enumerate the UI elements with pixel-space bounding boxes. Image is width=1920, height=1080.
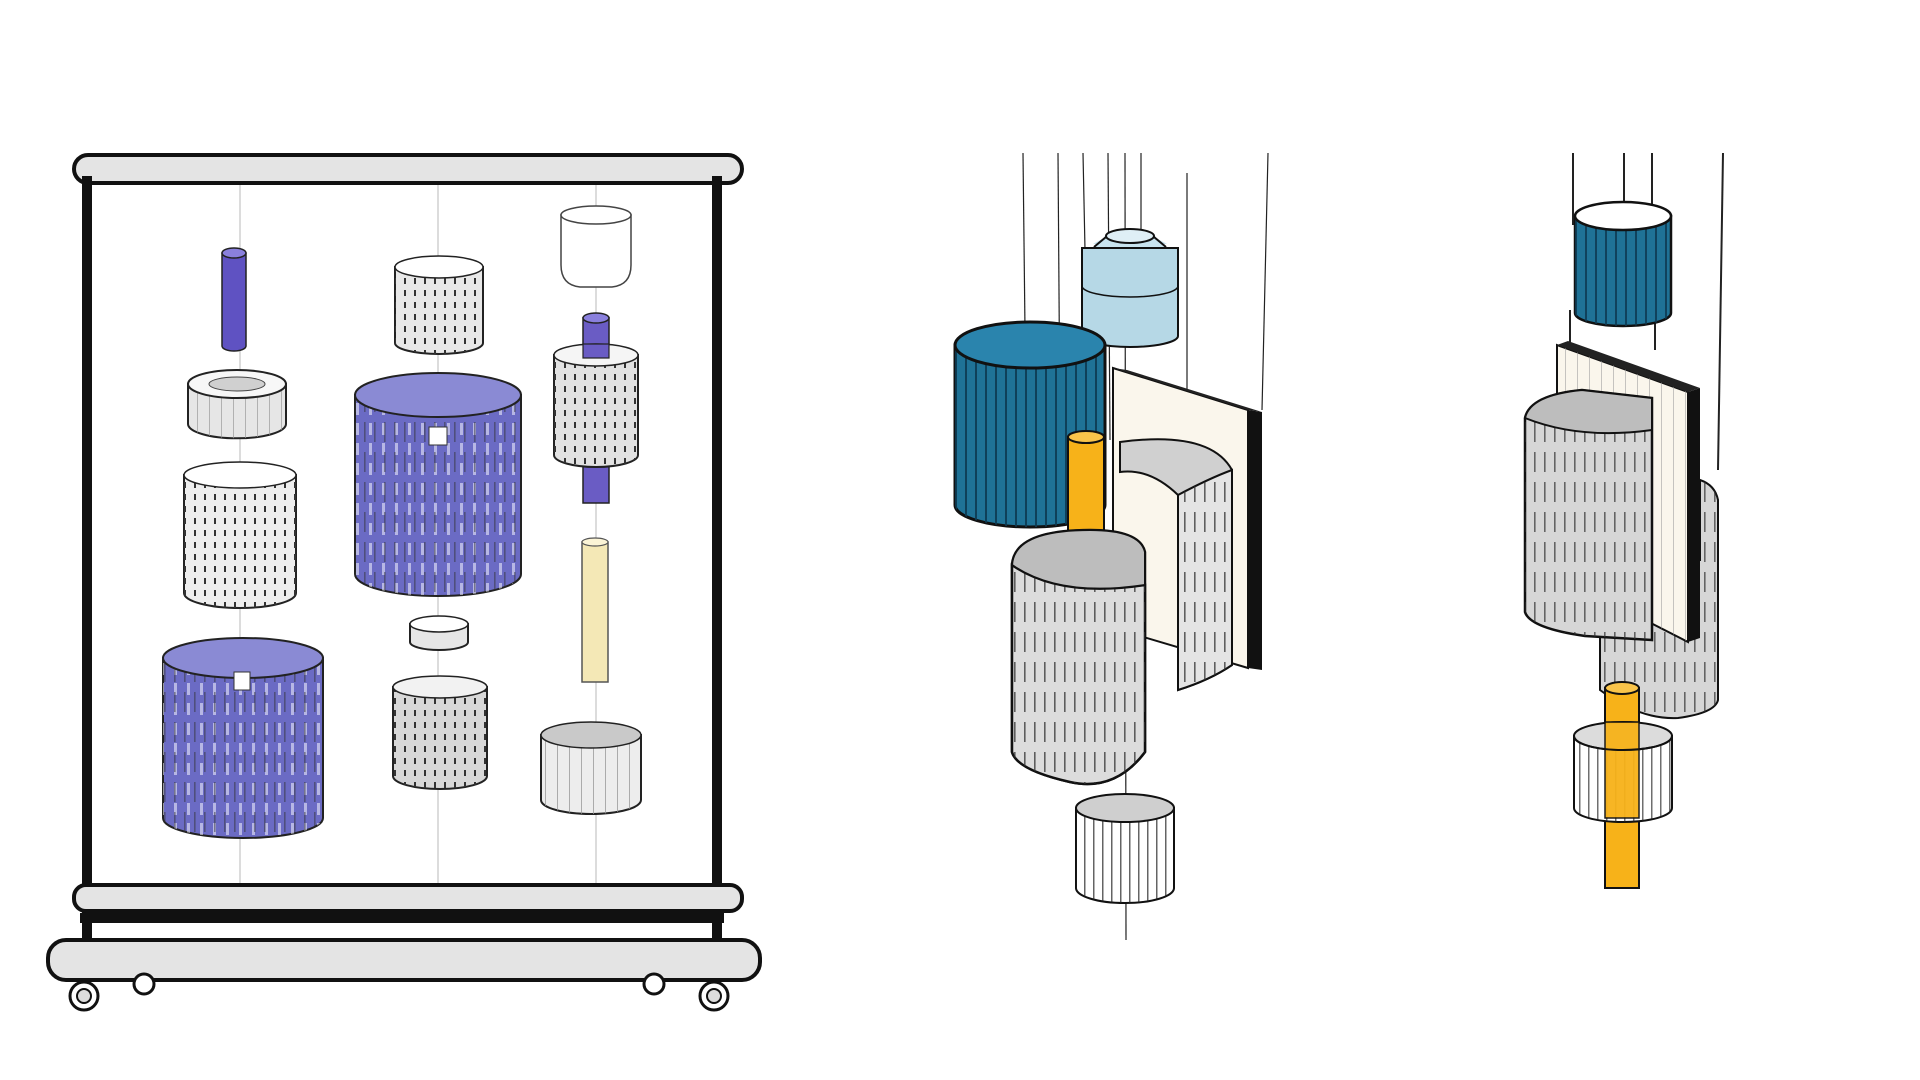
frame-wheels — [68, 972, 730, 1012]
frame-right-post — [712, 176, 722, 961]
perforated-silver-cylinder — [183, 461, 297, 609]
pendant-cluster-right — [1523, 152, 1724, 889]
perforated-cylinder-column-3 — [553, 343, 639, 468]
grey-curved-panel-front-right — [1523, 388, 1654, 642]
column-2-elements — [354, 255, 522, 790]
ice-blue-shade — [1081, 228, 1179, 348]
frame-middle-rail — [80, 913, 724, 923]
large-purple-cylinder-top — [354, 372, 522, 597]
frame-base — [46, 938, 762, 982]
frame-top-bar — [72, 153, 744, 185]
small-silver-ring — [409, 615, 469, 651]
white-drum-right — [1573, 721, 1673, 823]
pale-yellow-rod — [581, 537, 609, 683]
silver-drum-column-3 — [540, 721, 642, 815]
clear-shade-cylinder — [560, 205, 632, 288]
wheel-left-rear — [132, 972, 156, 996]
purple-rod-small — [221, 247, 247, 352]
silver-ring-cylinder — [187, 369, 287, 440]
perforated-silver-cylinder-bottom — [392, 675, 488, 790]
pendant-cluster-middle — [953, 152, 1269, 941]
perforated-silver-cylinder-top — [394, 255, 484, 355]
grey-curved-panel-right — [1119, 438, 1233, 692]
wheel-right-rear — [642, 972, 666, 996]
grey-curved-panel-front — [1010, 528, 1147, 786]
white-drum-small — [1075, 793, 1175, 904]
teal-drum-small — [1573, 200, 1673, 328]
frame-lower-bar — [72, 883, 744, 913]
column-1-elements — [162, 247, 324, 839]
column-3-elements — [540, 205, 642, 815]
frame-left-post — [82, 176, 92, 961]
rolling-frame-illustration — [46, 153, 762, 1012]
large-purple-cylinder-bottom — [162, 637, 324, 839]
